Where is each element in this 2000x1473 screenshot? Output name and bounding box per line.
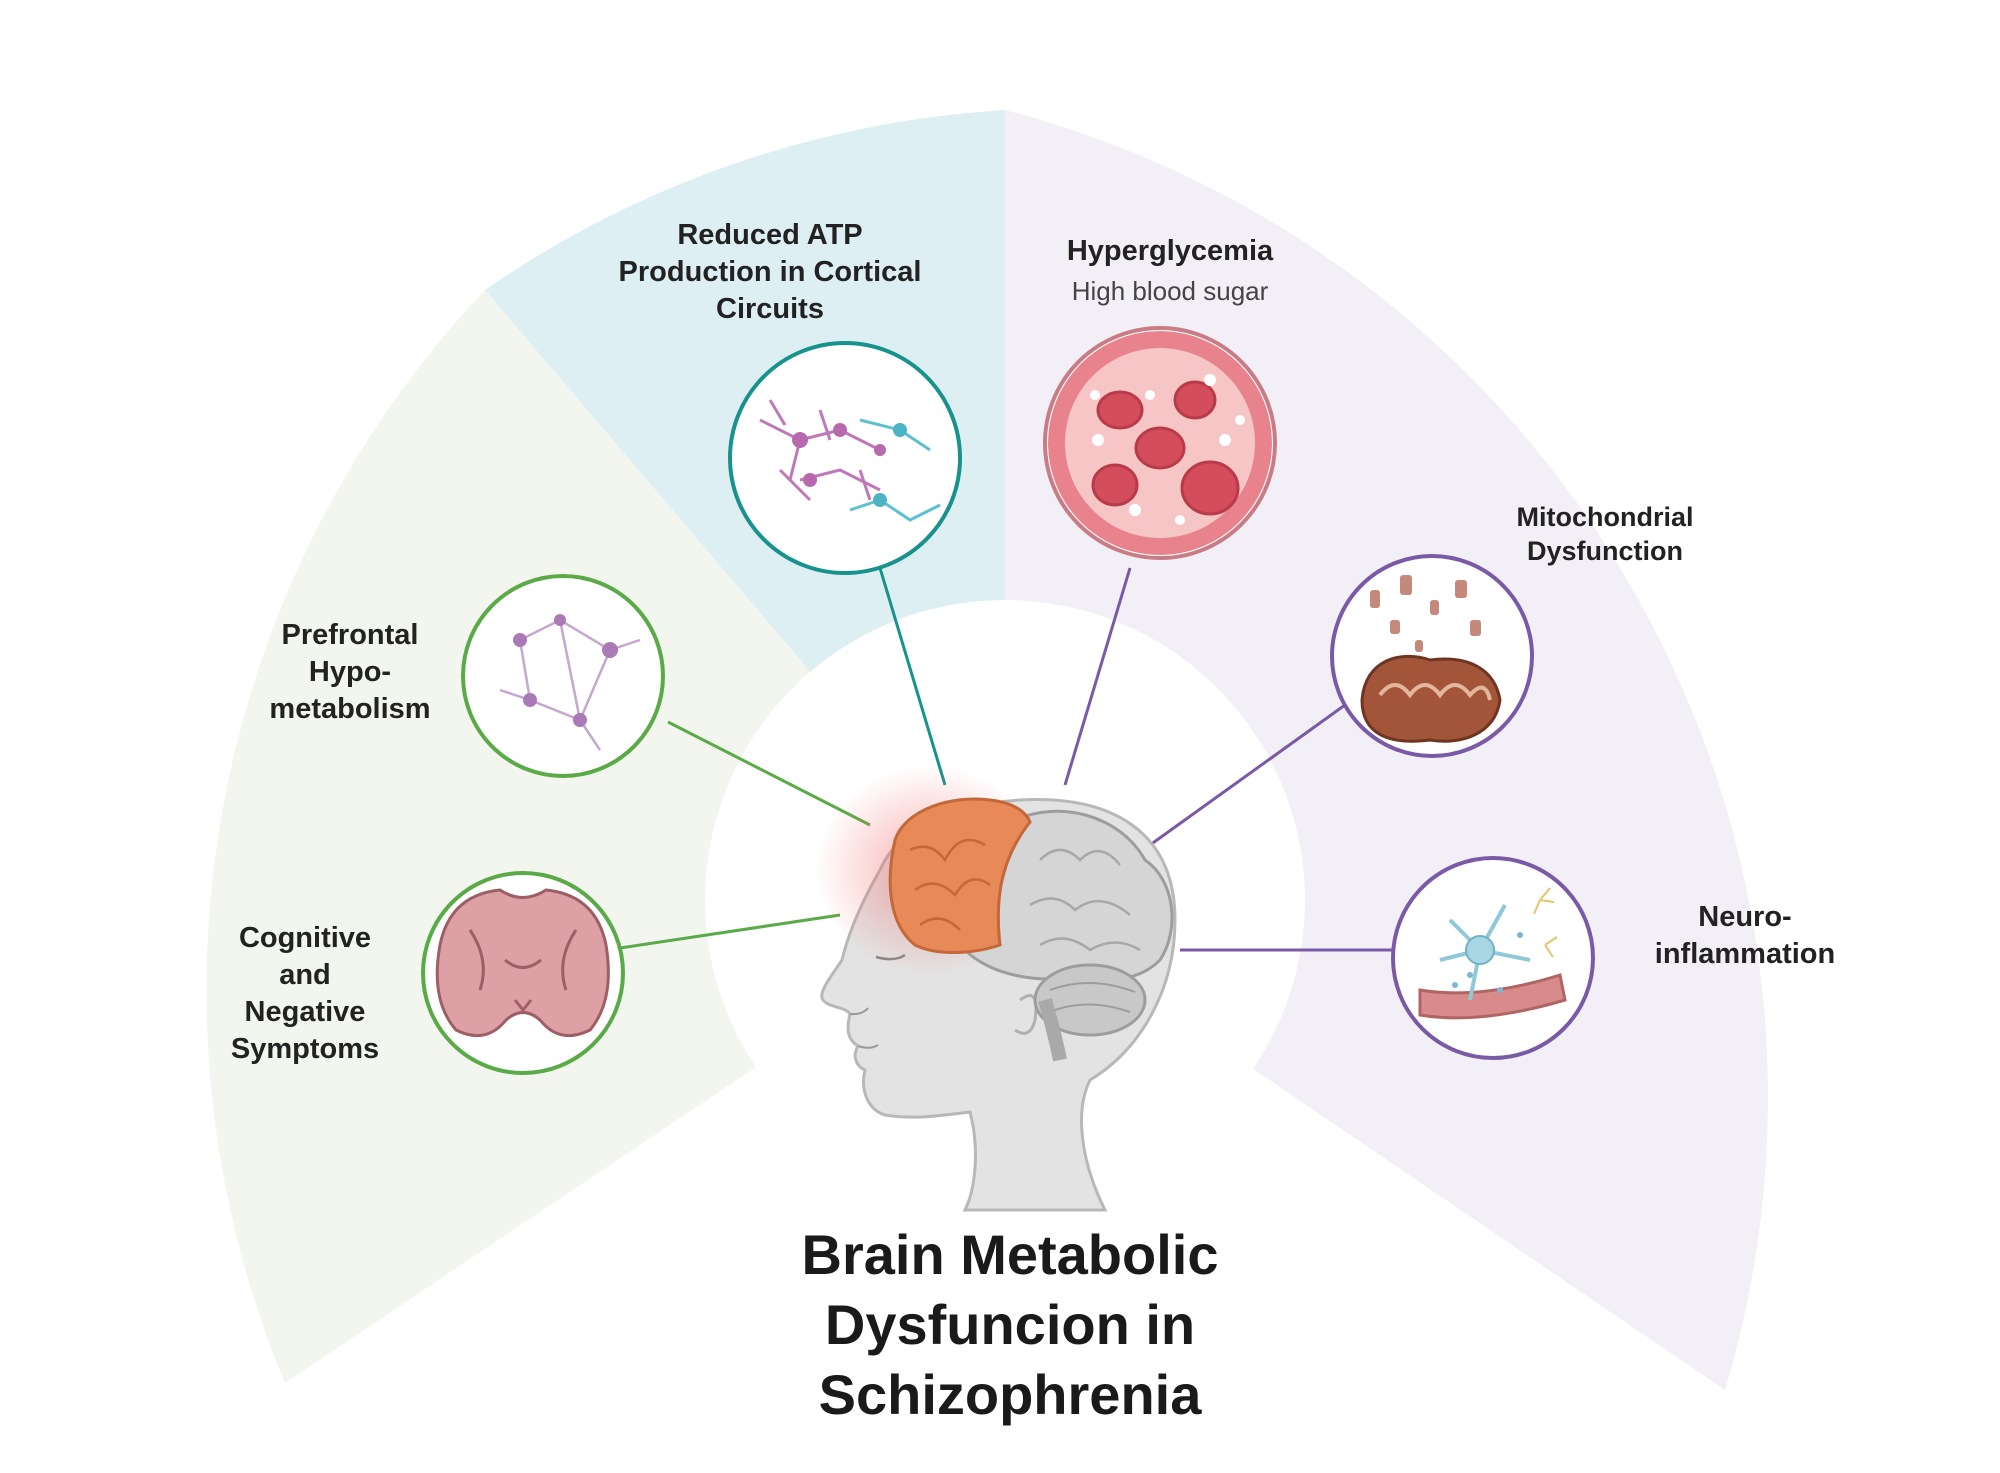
cognitive-label-line2: and (279, 959, 331, 991)
cognitive-label: Cognitive and Negative Symptoms (190, 920, 420, 1068)
microglia-icon (1418, 887, 1567, 1020)
cognitive-label-line1: Cognitive (238, 922, 372, 954)
brain-section-icon (435, 888, 610, 1038)
connector-atp (878, 567, 947, 786)
title-line3: Schizophrenia (818, 1363, 1202, 1426)
connector-prefrontal (667, 720, 871, 827)
atp-label-line1: Reduced ATP (677, 219, 863, 251)
prefrontal-label-line3: metabolism (269, 693, 431, 725)
cognitive-label-line4: Symptoms (230, 1033, 380, 1065)
atp-label: Reduced ATP Production in Cortical Circu… (580, 217, 960, 328)
prefrontal-label-line2: Hypo- (308, 656, 392, 688)
mitochondrial-label-line2: Dysfunction (1526, 536, 1683, 566)
neuroinflammation-label-line2: inflammation (1654, 938, 1836, 970)
cortical-neurons-icon (759, 399, 941, 522)
diagram-title: Brain Metabolic Dysfuncion in Schizophre… (660, 1220, 1360, 1430)
atp-label-line3: Circuits (716, 293, 824, 325)
sector-left (206, 290, 1006, 1383)
hyperglycemia-label: Hyperglycemia (1066, 235, 1274, 267)
prefrontal-label: Prefrontal Hypo- metabolism (230, 617, 470, 728)
brain-icon (888, 797, 1174, 1062)
hyperglycemia-subtitle: High blood sugar (1071, 276, 1269, 306)
mitochondrial-label: Mitochondrial Dysfunction (1460, 500, 1750, 568)
connector-hyperglycemia (1063, 567, 1132, 786)
neuroinflammation-label: Neuro- inflammation (1615, 899, 1875, 973)
mitochondrial-label-line1: Mitochondrial (1516, 502, 1694, 532)
prefrontal-label-line1: Prefrontal (281, 619, 419, 651)
atp-label-line2: Production in Cortical (618, 256, 922, 288)
mitochondrion-icon (1360, 575, 1502, 743)
connector-cognitive (619, 913, 841, 950)
neuron-network-icon (499, 614, 641, 751)
cognitive-label-line3: Negative (244, 996, 366, 1028)
connector-mitochondrial (1149, 703, 1346, 847)
title-line1: Brain Metabolic (801, 1223, 1219, 1286)
title-line2: Dysfuncion in (824, 1293, 1196, 1356)
blood-vessel-icon (1048, 331, 1272, 555)
neuroinflammation-label-line1: Neuro- (1698, 901, 1792, 933)
